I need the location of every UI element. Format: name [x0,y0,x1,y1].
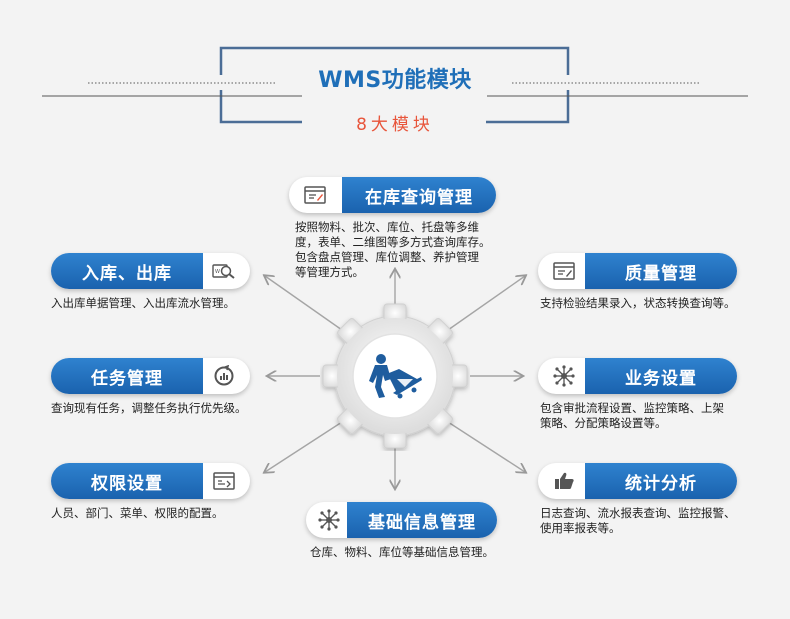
module-task-pill[interactable]: 任务管理 [51,358,250,394]
module-quality-label: 质量管理 [585,253,737,289]
browser-window-icon [204,463,244,499]
module-inout-pill[interactable]: 入库、出库 W [51,253,250,289]
desc-line: 日志查询、流水报表查询、监控报警、 [540,506,736,520]
module-basicinfo-pill[interactable]: 基础信息管理 [306,502,497,538]
svg-text:W: W [215,269,220,275]
worker-cart-icon [369,354,422,399]
desc-line: 等管理方式。 [295,265,364,279]
page-subtitle: 8大模块 [356,115,434,135]
module-inout-label: 入库、出库 [51,253,203,289]
module-quality-desc: 支持检验结果录入，状态转换查询等。 [540,296,736,310]
module-business-pill[interactable]: 业务设置 [538,358,737,394]
module-inout-desc: 入出库单据管理、入出库流水管理。 [51,296,235,310]
module-statistics-label: 统计分析 [585,463,737,499]
module-permission-label: 权限设置 [51,463,203,499]
module-inventory-desc: 按照物料、批次、库位、托盘等多维 度，表单、二维图等多方式查询库存。 包含盘点管… [295,220,515,280]
magnifier-icon: W [204,253,244,289]
header-frame [42,46,748,124]
module-inventory-pill[interactable]: 在库查询管理 [289,177,496,213]
desc-line: 包含盘点管理、库位调整、养护管理 [295,250,479,264]
page-title: WMS功能模块 [318,68,472,93]
network-icon [544,358,584,394]
module-inventory-label: 在库查询管理 [342,177,496,213]
module-business-desc: 包含审批流程设置、监控策略、上架 策略、分配策略设置等。 [540,401,770,431]
desc-line: 包含审批流程设置、监控策略、上架 [540,401,724,415]
thumbs-up-icon [544,463,584,499]
module-basicinfo-desc: 仓库、物料、库位等基础信息管理。 [310,545,494,559]
refresh-chart-icon [204,358,244,394]
desc-line: 策略、分配策略设置等。 [540,416,667,430]
module-statistics-pill[interactable]: 统计分析 [538,463,737,499]
module-business-label: 业务设置 [585,358,737,394]
module-quality-pill[interactable]: 质量管理 [538,253,737,289]
desc-line: 使用率报表等。 [540,521,621,535]
desc-line: 度，表单、二维图等多方式查询库存。 [295,235,491,249]
desc-line: 按照物料、批次、库位、托盘等多维 [295,220,479,234]
module-permission-pill[interactable]: 权限设置 [51,463,250,499]
edit-form-icon [544,253,584,289]
module-task-label: 任务管理 [51,358,203,394]
module-basicinfo-label: 基础信息管理 [347,502,497,538]
network-icon [310,502,348,538]
module-statistics-desc: 日志查询、流水报表查询、监控报警、 使用率报表等。 [540,506,770,536]
module-permission-desc: 人员、部门、菜单、权限的配置。 [51,506,224,520]
module-task-desc: 查询现有任务，调整任务执行优先级。 [51,401,247,415]
form-icon [295,177,335,213]
